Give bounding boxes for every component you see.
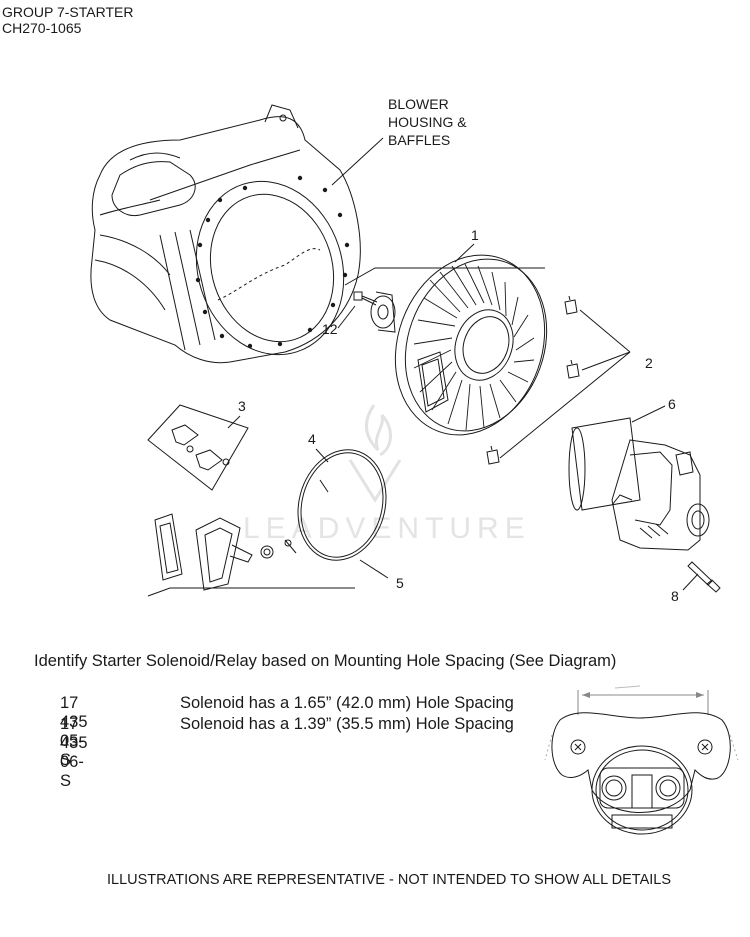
starter-group-bracket (344, 267, 545, 286)
callout-3: 3 (238, 398, 246, 414)
callout-12: 12 (322, 321, 338, 337)
solenoid-part-number: 17 435 06-S (60, 715, 88, 790)
item-4-spring-illustration (297, 449, 387, 561)
callout-4: 4 (308, 431, 316, 447)
watermark-flame-icon (348, 404, 402, 503)
blower-label-line2: HOUSING & (388, 114, 467, 130)
callout-2-leader-c (499, 351, 631, 459)
group-title: GROUP 7-STARTER (2, 4, 134, 20)
callout-12-leader (337, 305, 356, 329)
callout-3-leader (227, 415, 241, 429)
watermark-text: LEADVENTURE (243, 512, 531, 545)
callout-6-leader (359, 559, 389, 579)
blower-label-line1: BLOWER (388, 96, 449, 112)
item-6-handle-illustration (154, 513, 297, 591)
item-12-bolt-illustration (353, 291, 396, 333)
item-8-bolt-illustration (687, 561, 721, 593)
callout-1-leader (454, 243, 475, 263)
solenoid-description: Solenoid has a 1.39” (35.5 mm) Hole Spac… (180, 715, 514, 733)
blower-leader-line (331, 137, 384, 186)
item-3-pawl-kit-illustration (147, 404, 249, 491)
item-1-recoil-starter-illustration (394, 254, 548, 436)
callout-2-leader-a (579, 309, 631, 353)
blower-label-line3: BAFFLES (388, 132, 450, 148)
item-2-screws-illustration (486, 295, 580, 465)
solenoid-description: Solenoid has a 1.65” (42.0 mm) Hole Spac… (180, 694, 514, 712)
callout-8: 8 (671, 588, 679, 604)
blower-housing-illustration (90, 104, 361, 364)
model-code: CH270-1065 (2, 20, 82, 36)
callout-6: 5 (396, 575, 404, 591)
identify-instructions: Identify Starter Solenoid/Relay based on… (34, 652, 617, 670)
callout-1: 1 (471, 227, 479, 243)
illustration-disclaimer: ILLUSTRATIONS ARE REPRESENTATIVE - NOT I… (107, 872, 672, 888)
solenoid-hole-spacing-diagram (544, 685, 739, 835)
callout-2: 2 (645, 355, 653, 371)
item-5-starter-motor-illustration (568, 417, 710, 551)
callout-8-leader (682, 573, 699, 591)
callout-5: 6 (668, 396, 676, 412)
callout-4-leader (315, 448, 329, 463)
callout-2-leader-b (581, 351, 631, 371)
solenoid-part-number: 17 435 05-S (60, 694, 88, 769)
handle-group-bracket (147, 587, 355, 597)
callout-5-leader (631, 405, 666, 423)
